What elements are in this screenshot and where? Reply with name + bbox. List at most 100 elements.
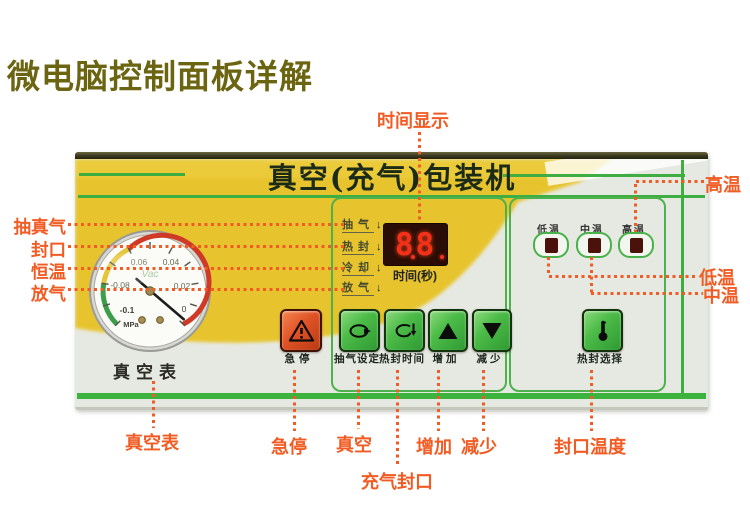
process-step-heatseal: 热封↓ [342, 238, 402, 255]
annotation-low-temp: 低温 [699, 268, 735, 288]
annotation-inflate-seal: 充气封口 [361, 472, 433, 492]
callout-line-increase [437, 370, 440, 431]
down-arrow-icon: ↓ [376, 219, 382, 231]
annotation-gauge: 真空表 [125, 433, 179, 453]
callout-line-constant-temp [68, 267, 344, 270]
annotation-time-display: 时间显示 [377, 111, 449, 131]
indicator-lamp [587, 237, 601, 253]
panel-bottom-green-bar [77, 393, 706, 399]
warning-icon [288, 319, 314, 342]
decrease-label: 减少 [476, 353, 504, 365]
annotation-seal: 封口 [31, 240, 66, 260]
time-unit-caption: 时间(秒) [393, 269, 437, 283]
green-line-full [78, 195, 705, 198]
green-line-right [503, 174, 685, 177]
gauge-screw-right [156, 316, 164, 324]
page-title: 微电脑控制面板详解 [7, 58, 313, 95]
callout-line-mid-temp-vert [590, 257, 593, 293]
gauge-tick-0: 0 [182, 304, 187, 314]
panel-top-edge [75, 152, 708, 159]
panel-title: 真空(充气)包装机 [267, 161, 517, 195]
callout-line-inflate-seal [396, 370, 399, 466]
callout-line-mid-temp [591, 292, 703, 295]
callout-line-high-temp-vert [634, 184, 637, 232]
gauge-tick-002: 0.02 [174, 281, 191, 291]
seal-select-button[interactable] [582, 309, 623, 352]
green-line-left-upper [79, 173, 185, 176]
indicator-light-low [533, 232, 569, 258]
callout-line-air-release [68, 288, 344, 291]
gauge-needle [135, 277, 185, 321]
process-step-release: 放气↓ [342, 279, 402, 296]
gauge-brand: Vac [142, 269, 159, 280]
annotation-decrease: 减少 [461, 437, 497, 457]
led-digits: 88 [394, 226, 437, 263]
emergency-stop-button[interactable] [280, 309, 322, 352]
led-decimal-dot [411, 255, 415, 259]
seal-time-label: 热封时间 [379, 353, 425, 365]
down-arrow-icon: ↓ [376, 241, 382, 253]
gauge-tick-004: 0.04 [163, 257, 180, 267]
down-arrow-icon: ↓ [376, 262, 382, 274]
down-arrow-icon: ↓ [376, 282, 382, 294]
indicator-lamp [629, 237, 643, 253]
emergency-stop-label: 急停 [284, 353, 314, 365]
annotation-high-temp: 高温 [705, 175, 741, 195]
process-step-label: 热封 [342, 241, 374, 255]
indicator-light-high [618, 232, 654, 258]
indicator-label-low: 低温 [537, 225, 561, 236]
annotation-air-release: 放气 [31, 284, 66, 304]
indicator-lamp [544, 237, 558, 253]
gauge-tick-006: 0.06 [131, 257, 148, 267]
callout-line-decrease [482, 370, 485, 431]
seal-select-label: 热封选择 [577, 353, 623, 365]
seal-time-button[interactable] [384, 309, 425, 352]
callout-line-stop [293, 370, 296, 431]
loop-cw-icon [395, 323, 416, 337]
arrow-down-icon [482, 322, 502, 339]
gauge-unit: MPa [123, 320, 139, 329]
led-decimal-dot [440, 255, 444, 259]
green-line-right-edge [681, 160, 684, 396]
callout-line-seal [68, 245, 344, 248]
gauge-ticks [101, 242, 199, 327]
process-step-label: 冷却 [342, 262, 374, 276]
panel-bottom-edge [75, 407, 708, 410]
increase-button[interactable] [428, 309, 468, 352]
indicator-label-high: 高温 [614, 221, 654, 236]
process-step-cooling: 冷却↓ [342, 259, 402, 276]
loop-ccw-icon [349, 323, 371, 338]
callout-line-low-temp [549, 275, 695, 278]
decrease-button[interactable] [472, 309, 512, 352]
annotation-stop: 急停 [271, 437, 307, 457]
process-step-vacuum: 抽气↓ [342, 216, 402, 233]
annotation-seal-temp: 封口温度 [554, 437, 626, 457]
gauge-tick-008: -0.08 [110, 280, 130, 290]
callout-line-seal-temp [590, 370, 593, 431]
callout-line-vacuum [357, 370, 360, 429]
annotation-vacuum: 真空 [336, 435, 372, 455]
vacuum-set-label: 抽气设定 [334, 353, 380, 365]
control-panel: 真空(充气)包装机 0.06 0.04 -0.08 [75, 152, 708, 410]
thermometer-icon [598, 320, 607, 341]
gauge-screw-left [138, 316, 146, 324]
gauge-tick-01: -0.1 [120, 305, 135, 315]
annotation-increase: 增加 [416, 437, 452, 457]
temperature-section-frame [509, 197, 666, 392]
arrow-up-icon [438, 322, 458, 339]
callout-line-vacuum-draw [68, 223, 344, 226]
process-step-label: 抽气 [342, 219, 374, 233]
annotation-mid-temp: 中温 [703, 286, 739, 306]
callout-line-low-temp-vert [547, 257, 550, 276]
increase-label: 增加 [432, 353, 460, 365]
callout-line-high-temp [636, 180, 704, 183]
process-step-label: 放气 [342, 282, 374, 296]
callout-line-gauge [152, 381, 155, 428]
vacuum-set-button[interactable] [339, 309, 380, 352]
vacuum-gauge: 0.06 0.04 -0.08 0.02 -0.1 0 Vac MPa [89, 230, 212, 352]
indicator-light-mid [576, 232, 612, 258]
time-led-display: 88 [383, 223, 448, 266]
annotation-constant-temp: 恒温 [31, 262, 66, 282]
annotation-vacuum-draw: 抽真气 [13, 217, 67, 237]
